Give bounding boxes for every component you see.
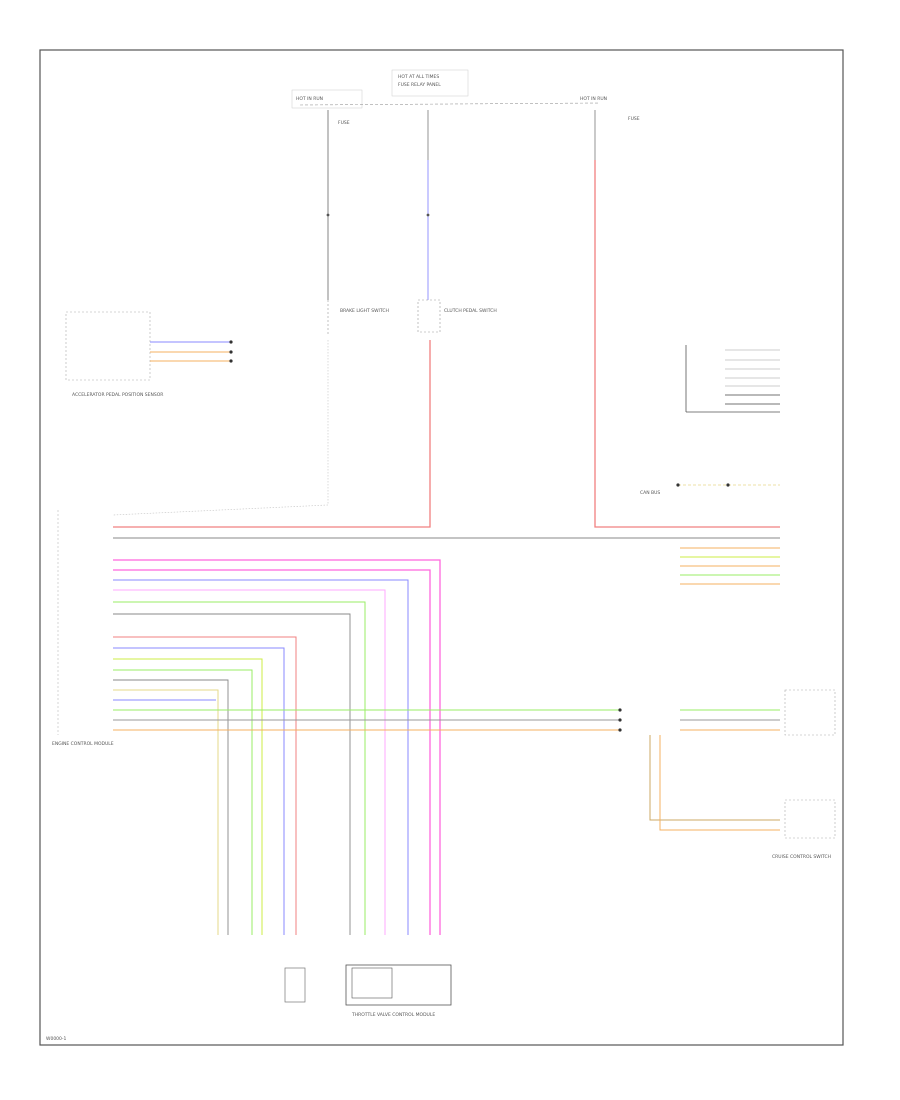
hot-all-times-label: HOT AT ALL TIMES — [398, 74, 439, 80]
fuse-label-left: FUSE — [338, 120, 350, 126]
hot-in-run-label-right: HOT IN RUN — [580, 96, 607, 102]
throttle-caption: THROTTLE VALVE CONTROL MODULE — [351, 1012, 435, 1018]
fuse-label-right: FUSE — [628, 116, 640, 122]
cruise-module-box — [784, 689, 836, 736]
engine-control-module: ENGINE CONTROL MODULE — [52, 510, 114, 747]
diagram-id: W0000-1 — [46, 1036, 67, 1042]
brake-light-switch: BRAKE LIGHT SWITCH — [327, 300, 389, 335]
fuse-header-labels: HOT AT ALL TIMES FUSE RELAY PANEL HOT IN… — [291, 69, 640, 126]
clutch-pedal-switch: CLUTCH PEDAL SWITCH — [417, 299, 497, 333]
cruise-caption: CRUISE CONTROL SWITCH — [772, 854, 831, 860]
wire-harness — [112, 160, 780, 935]
clutch-switch-label: CLUTCH PEDAL SWITCH — [444, 308, 497, 314]
can-bus-link: CAN BUS — [640, 483, 780, 496]
cruise-control-switch-box — [784, 799, 836, 839]
diagram-frame — [39, 49, 844, 1046]
fuse-drops — [326, 110, 596, 300]
fuse-relay-panel-label: FUSE RELAY PANEL — [398, 82, 441, 88]
brake-switch-label: BRAKE LIGHT SWITCH — [340, 308, 389, 314]
hot-in-run-label-left: HOT IN RUN — [296, 96, 323, 102]
throttle-valve-module: THROTTLE VALVE CONTROL MODULE — [345, 964, 452, 1018]
ecm-caption: ENGINE CONTROL MODULE — [52, 741, 114, 747]
accel-pedal-bottom-connector — [284, 967, 306, 1003]
can-bus-label: CAN BUS — [640, 490, 660, 496]
fuse-bus-dashed — [299, 102, 601, 106]
accelerator-pedal-sensor: ACCELERATOR PEDAL POSITION SENSOR — [65, 311, 233, 398]
accel-pedal-label: ACCELERATOR PEDAL POSITION SENSOR — [72, 392, 163, 398]
right-connector-block — [685, 345, 780, 413]
